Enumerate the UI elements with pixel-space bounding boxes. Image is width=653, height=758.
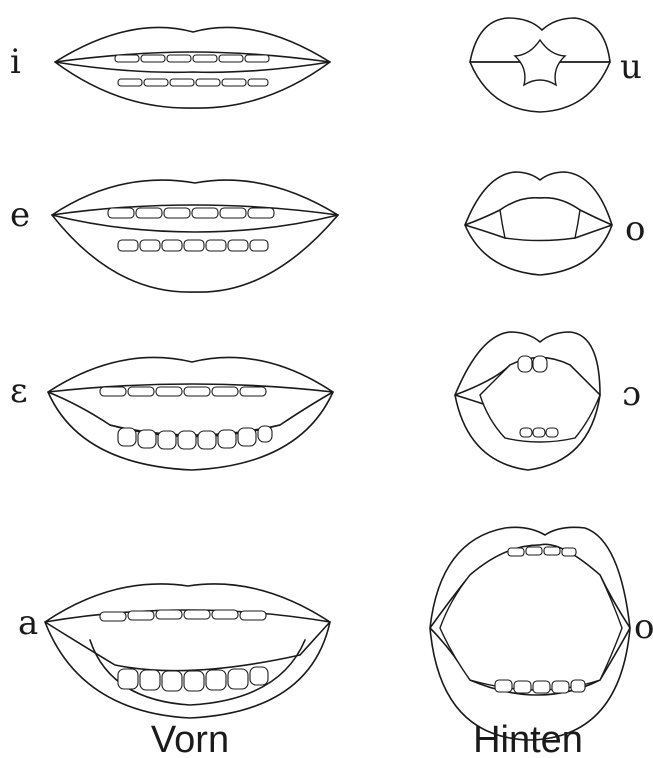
mouth-front-i (55, 27, 330, 108)
mouth-front-e (52, 180, 338, 292)
vowel-label-front-3: ɛ (10, 371, 28, 411)
upper-teeth-e (108, 208, 274, 218)
vowel-label-back-2: o (625, 209, 645, 249)
vowel-label-back-4: o (634, 607, 653, 647)
lower-teeth-e (118, 240, 268, 251)
column-label-back: Hinten (473, 719, 583, 758)
vowel-label-front-2: e (10, 195, 30, 235)
vowel-label-back-3: ɔ (622, 374, 641, 414)
mouth-front-a (45, 584, 330, 718)
vowel-label-back-1: u (620, 47, 642, 87)
vowel-label-front-1: i (10, 42, 21, 82)
lower-teeth-i (118, 79, 268, 86)
lower-teeth-open-o (520, 428, 558, 437)
vowel-label-front-4: a (18, 603, 38, 643)
upper-teeth-epsilon (100, 387, 266, 396)
mouth-back-o (465, 172, 612, 275)
column-label-front: Vorn (151, 719, 229, 758)
mouth-back-open-o (455, 332, 600, 470)
lower-teeth-a (118, 667, 268, 691)
mouth-back-wide-o (430, 527, 630, 740)
upper-teeth-i (115, 55, 269, 62)
mouth-back-u (470, 18, 610, 112)
mouth-front-epsilon (48, 357, 333, 470)
lower-teeth-epsilon (118, 426, 272, 449)
